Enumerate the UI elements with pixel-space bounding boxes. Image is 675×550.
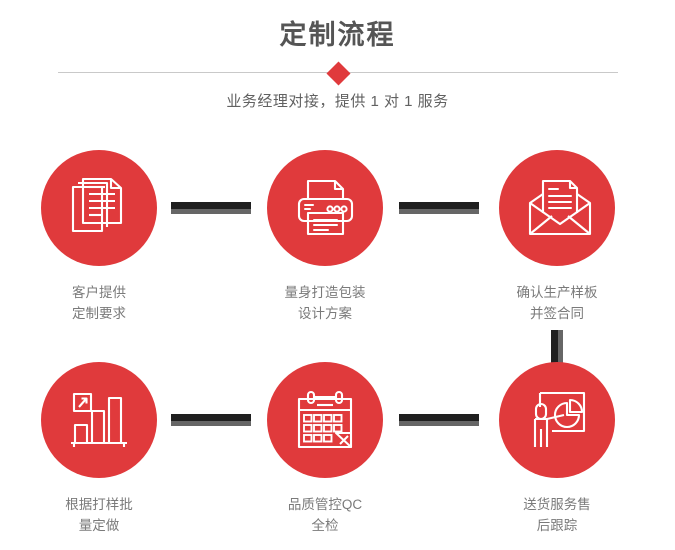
flow-step-3-circle[interactable] bbox=[499, 150, 615, 266]
diamond-marker-icon bbox=[325, 60, 351, 86]
page-header: 定制流程 业务经理对接，提供 1 对 1 服务 bbox=[0, 0, 675, 140]
connector-step5-step6 bbox=[399, 414, 479, 426]
flow-step-5[interactable]: 品质管控QC 全检 bbox=[250, 362, 400, 536]
flow-step-6-label: 送货服务售 后跟踪 bbox=[523, 497, 591, 533]
flow-step-4-circle[interactable] bbox=[41, 362, 157, 478]
page-title: 定制流程 bbox=[279, 20, 396, 50]
flow-step-5-circle[interactable] bbox=[267, 362, 383, 478]
connector-step2-step3 bbox=[399, 202, 479, 214]
connector-bar bbox=[551, 330, 558, 372]
flow-step-1-label: 客户提供 定制要求 bbox=[72, 285, 126, 321]
connector-shadow bbox=[558, 330, 563, 372]
connector-step4-step5 bbox=[171, 414, 251, 426]
flow-step-3-label: 确认生产样板 并签合同 bbox=[516, 285, 598, 321]
page-subtitle: 业务经理对接，提供 1 对 1 服务 bbox=[226, 93, 449, 110]
flow-step-4[interactable]: 根据打样批 量定做 bbox=[24, 362, 174, 536]
documents-stack-icon bbox=[71, 177, 123, 233]
envelope-document-icon bbox=[528, 179, 592, 236]
connector-step1-step2 bbox=[171, 202, 251, 214]
flow-step-1-circle[interactable] bbox=[41, 150, 157, 266]
connector-shadow bbox=[399, 209, 479, 214]
printer-icon bbox=[297, 179, 354, 236]
flow-step-4-label: 根据打样批 量定做 bbox=[65, 497, 133, 533]
flow-step-2-label: 量身打造包装 设计方案 bbox=[284, 285, 366, 321]
connector-step3-step6 bbox=[551, 330, 563, 372]
connector-shadow bbox=[171, 209, 251, 214]
flow-step-6[interactable]: 送货服务售 后跟踪 bbox=[482, 362, 632, 536]
flow-step-3[interactable]: 确认生产样板 并签合同 bbox=[482, 150, 632, 324]
flow-step-2-circle[interactable] bbox=[267, 150, 383, 266]
flow-step-1[interactable]: 客户提供 定制要求 bbox=[24, 150, 174, 324]
title-divider bbox=[58, 60, 618, 86]
connector-bar bbox=[171, 202, 251, 209]
connector-bar bbox=[399, 414, 479, 421]
flow-step-5-label: 品质管控QC 全检 bbox=[287, 497, 363, 533]
calendar-icon bbox=[297, 390, 353, 449]
flow-step-6-circle[interactable] bbox=[499, 362, 615, 478]
flow-step-2[interactable]: 量身打造包装 设计方案 bbox=[250, 150, 400, 324]
connector-bar bbox=[171, 414, 251, 421]
process-flow: 客户提供 定制要求 bbox=[0, 140, 675, 550]
connector-bar bbox=[399, 202, 479, 209]
presenter-pie-chart-icon bbox=[533, 391, 586, 447]
bar-chart-growth-icon bbox=[71, 392, 127, 447]
connector-shadow bbox=[399, 421, 479, 426]
connector-shadow bbox=[171, 421, 251, 426]
